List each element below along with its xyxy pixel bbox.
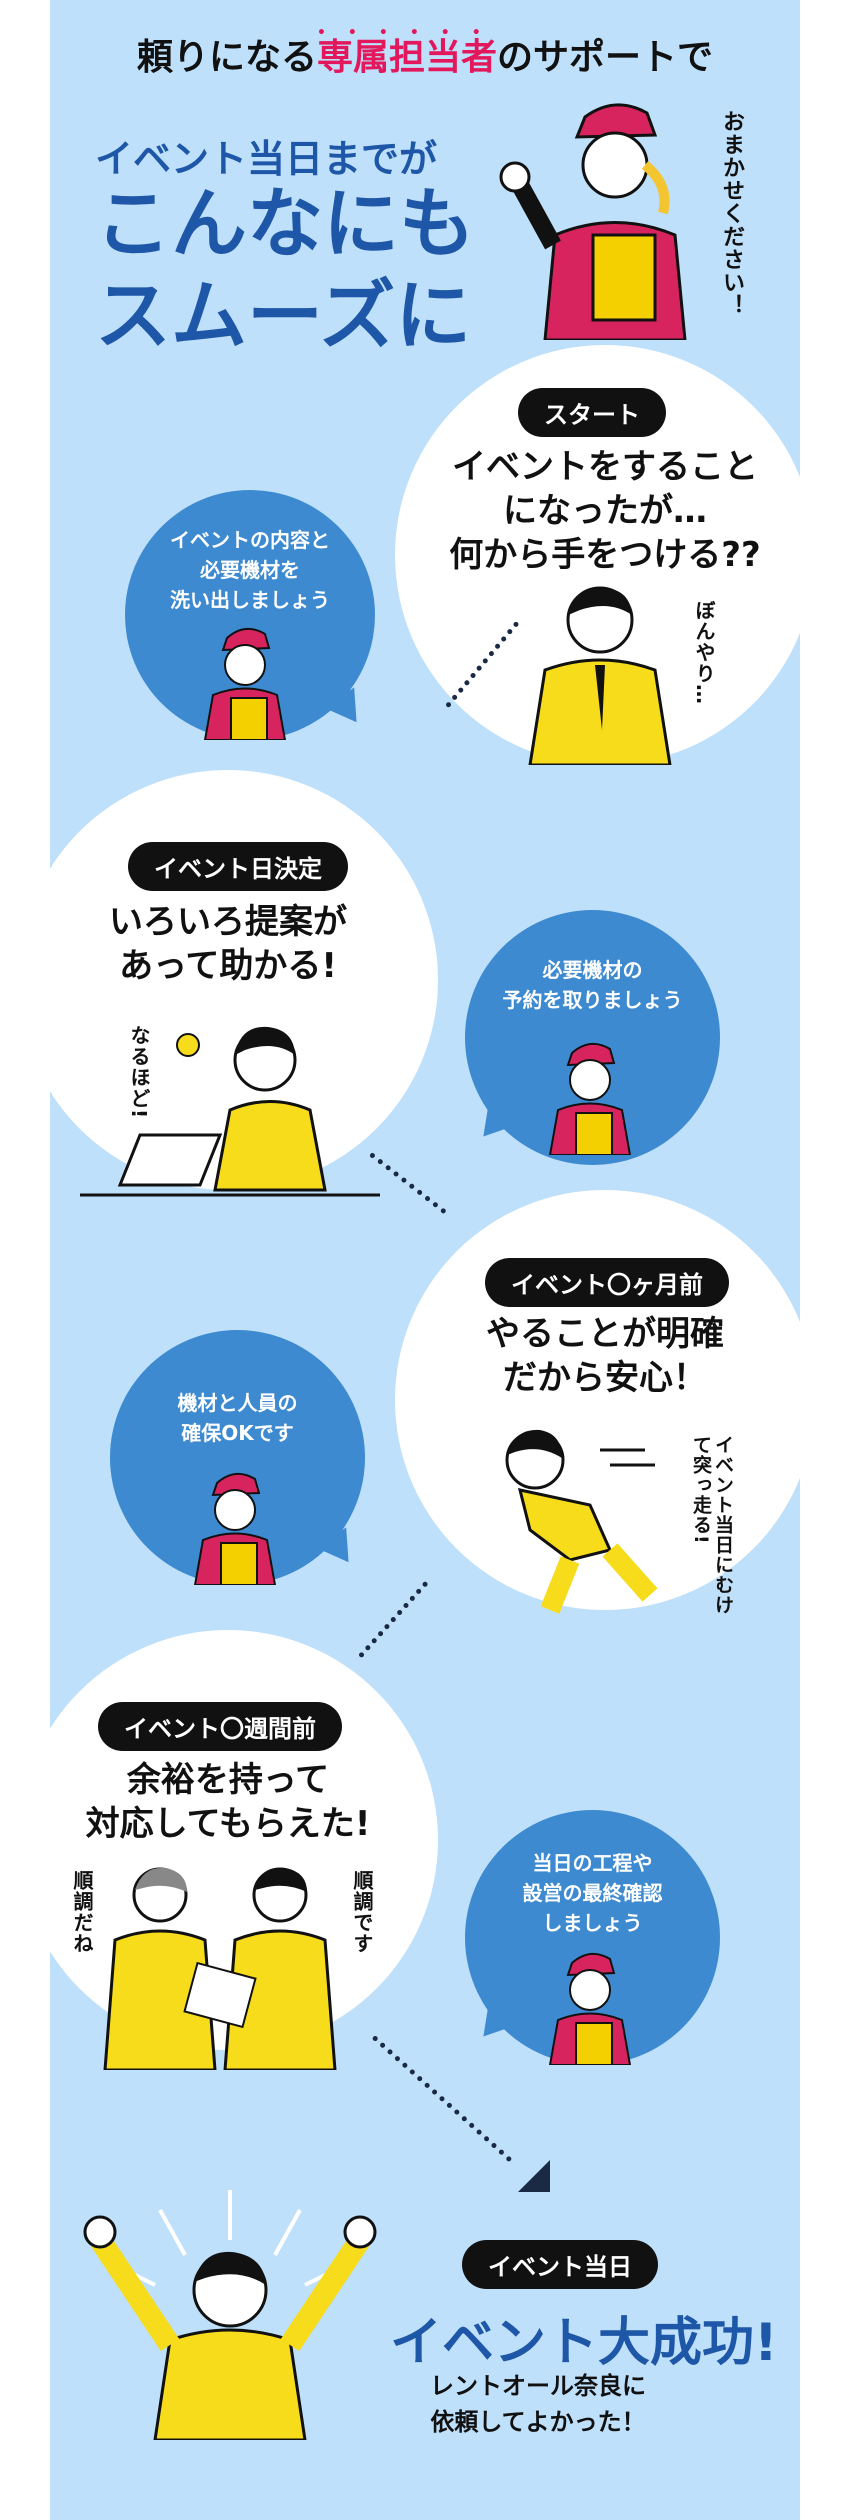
staff-woman-ok-illustration (499, 103, 687, 340)
emphasis-dots: •••••• (316, 25, 503, 41)
step-date-tag: イベント日決定 (128, 842, 348, 891)
staff-small-2-illustration (548, 1042, 632, 1155)
hero-title: こんなにも スムーズに (95, 179, 475, 360)
final-tag: イベント当日 (462, 2240, 658, 2289)
man-laptop-illustration (80, 1026, 380, 1197)
step-start-text: イベントをすることになったが…何から手をつける?? (449, 447, 761, 575)
step-month-text: やることが明確だから安心！ (486, 1314, 724, 1398)
speech-junchou-da-ne: 順調だね (70, 1870, 94, 1954)
speech-naruhodo: なるほど! (127, 1025, 151, 1120)
step-week-tag: イベント〇週間前 (98, 1702, 342, 1751)
tip-text-4: 当日の工程や設営の最終確認しましょう (522, 1851, 663, 1935)
final-message: レントオール奈良に依頼してよかった！ (430, 2372, 646, 2436)
two-men-documents-illustration (103, 1867, 337, 2070)
tip-text-2: 必要機材の予約を取りましょう (502, 958, 683, 1012)
tip-text-3: 機材と人員の確保OKです (177, 1391, 298, 1445)
hero-subtitle: イベント当日までが (95, 137, 438, 181)
step-date-text: いろいろ提案があって助かる! (109, 902, 347, 986)
staff-speech-omakase: おまかせください！ (719, 110, 744, 317)
arrow-head-icon (518, 2160, 550, 2192)
man-thinking-illustration (528, 586, 672, 765)
staff-small-1-illustration (203, 627, 287, 740)
page-heading: 頼りになる••••••専属担当者のサポートで (136, 25, 714, 78)
man-celebrating-illustration (83, 2190, 377, 2440)
step-start-tag: スタート (518, 388, 666, 437)
speech-bonyari: ぼんやり… (692, 600, 716, 705)
speech-totsu: イベント当日にむけて突っ走る! (690, 1435, 734, 1615)
tip-text-1: イベントの内容と必要機材を洗い出しましょう (170, 528, 330, 612)
step-month-tag: イベント〇ヶ月前 (485, 1258, 729, 1307)
staff-small-3-illustration (193, 1472, 277, 1585)
speech-junchou-desu: 順調です (350, 1870, 374, 1954)
step-week-text: 余裕を持って対応してもらえた! (85, 1760, 371, 1844)
staff-small-4-illustration (548, 1952, 632, 2065)
man-running-illustration (505, 1429, 658, 1614)
final-title: イベント大成功! (390, 2313, 778, 2373)
